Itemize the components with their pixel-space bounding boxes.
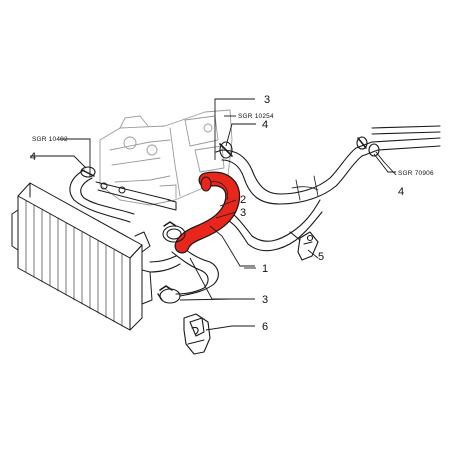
code-sgr-70906: SGR 70906 <box>398 170 434 177</box>
callout-4-left: 4 <box>30 151 36 163</box>
callout-4-right: 4 <box>398 186 404 198</box>
callout-3-mid: 3 <box>240 207 246 219</box>
callout-4-top: 4 <box>262 119 268 131</box>
radiator <box>11 182 153 331</box>
callout-1: 1 <box>262 263 268 275</box>
engine-block <box>99 109 233 206</box>
radiator-upper-left-hose <box>69 166 135 223</box>
callout-2: 2 <box>240 194 246 206</box>
code-sgr-10254: SGR 10254 <box>238 113 274 120</box>
clamp-mid <box>162 221 186 243</box>
lower-radiator-hose <box>149 241 219 297</box>
callout-3-top: 3 <box>264 94 270 106</box>
metal-pipe-left <box>95 181 177 211</box>
highlighted-hose-2 <box>174 171 241 254</box>
clamp-right <box>356 136 380 157</box>
leader-lines <box>30 98 397 331</box>
clamp-top-sgr10254 <box>215 141 233 159</box>
long-hose-assembly <box>221 125 441 252</box>
callout-3-bottom: 3 <box>262 294 268 306</box>
hose-bracket-6 <box>183 313 211 355</box>
hose-bracket-5 <box>289 231 319 261</box>
callout-6: 6 <box>262 321 268 333</box>
code-sgr-10402: SGR 10402 <box>32 136 68 143</box>
callout-5: 5 <box>318 251 324 263</box>
clamp-lower <box>157 285 181 304</box>
